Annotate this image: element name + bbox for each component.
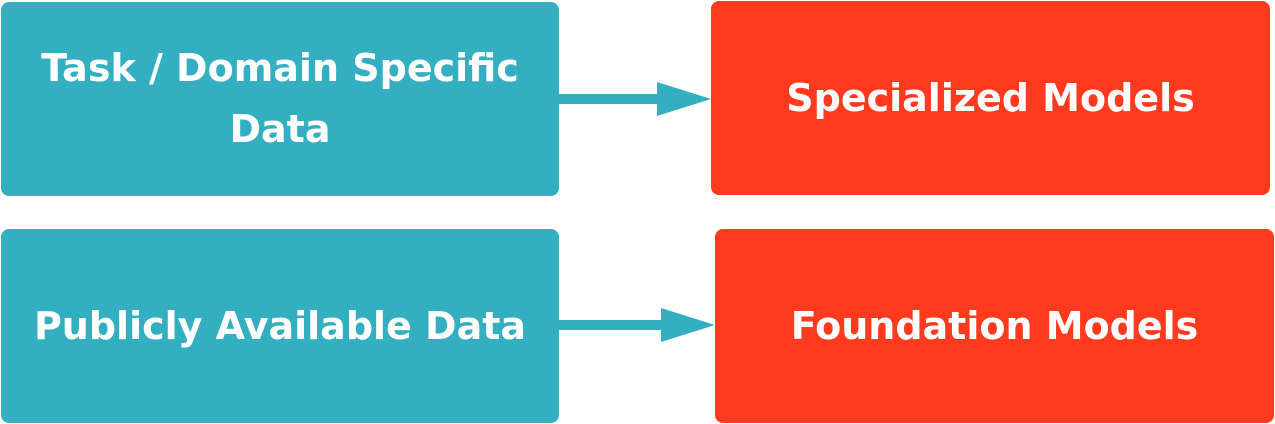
foundation-models-label: Foundation Models <box>790 303 1199 348</box>
task-domain-data-box: Task / Domain Specific Data <box>1 2 559 196</box>
public-data-label: Publicly Available Data <box>33 303 527 348</box>
specialized-models-box: Specialized Models <box>711 1 1270 195</box>
foundation-models-box: Foundation Models <box>715 229 1274 423</box>
arrow-right-icon <box>559 82 711 116</box>
arrow-right-icon <box>559 308 715 342</box>
specialized-models-label: Specialized Models <box>786 75 1195 120</box>
task-domain-data-label: Task / Domain Specific Data <box>41 46 519 151</box>
public-data-box: Publicly Available Data <box>1 229 559 423</box>
